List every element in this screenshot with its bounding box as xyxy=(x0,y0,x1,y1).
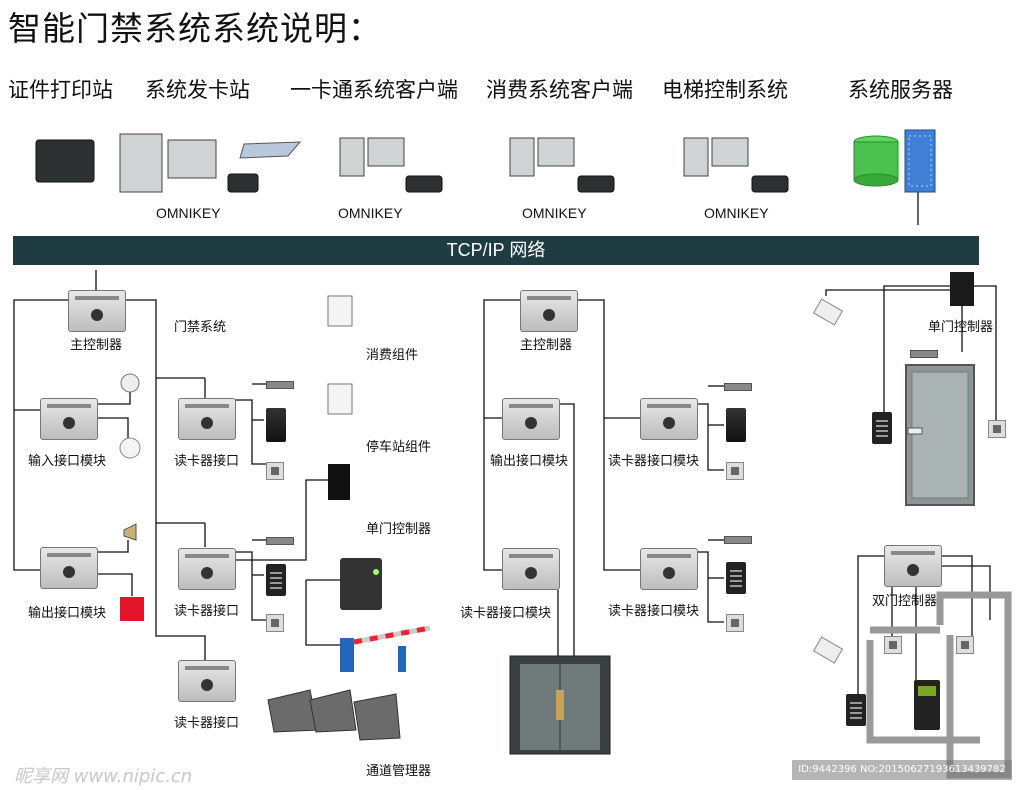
exit-button-icon xyxy=(956,636,974,654)
lock-icon xyxy=(910,350,938,358)
category-elevator: 电梯控制系统 xyxy=(662,78,788,102)
keypad-reader-icon xyxy=(266,564,286,596)
omnikey-label-2: OMNIKEY xyxy=(338,205,403,221)
double-door-controller-module xyxy=(884,545,942,587)
reader-interface-module-elevator xyxy=(502,548,560,590)
label-double-door-controller: 双门控制器 xyxy=(872,594,938,609)
reader-interface-module-2 xyxy=(640,548,698,590)
reader-interface-1 xyxy=(178,398,236,440)
lock-icon xyxy=(266,537,294,545)
label-input-module: 输入接口模块 xyxy=(28,454,107,469)
lock-icon xyxy=(724,536,752,544)
reader-interface-module-1 xyxy=(640,398,698,440)
exit-button-icon xyxy=(726,614,744,632)
label-main-controller-center: 主控制器 xyxy=(520,338,573,353)
label-single-door-controller-right: 单门控制器 xyxy=(928,320,994,335)
label-access-system: 门禁系统 xyxy=(174,320,227,335)
lock-icon xyxy=(724,383,752,391)
output-interface-module xyxy=(502,398,560,440)
category-card-issue: 系统发卡站 xyxy=(145,78,250,102)
main-controller-left xyxy=(68,290,126,332)
category-one-card-client: 一卡通系统客户端 xyxy=(290,78,458,102)
label-single-door-controller-center: 单门控制器 xyxy=(366,522,432,537)
label-output-module-left: 输出接口模块 xyxy=(28,606,107,621)
label-reader-interface-3: 读卡器接口 xyxy=(174,716,240,731)
keypad-reader-icon xyxy=(872,412,892,444)
label-channel-manager: 通道管理器 xyxy=(366,764,432,779)
omnikey-label-4: OMNIKEY xyxy=(704,205,769,221)
label-parking-component: 停车站组件 xyxy=(366,440,432,455)
card-reader-icon xyxy=(726,408,746,442)
input-module xyxy=(40,398,98,440)
category-card-print: 证件打印站 xyxy=(8,78,113,102)
label-reader-interface-module-elevator: 读卡器接口模块 xyxy=(460,606,552,621)
category-server: 系统服务器 xyxy=(848,78,953,102)
keypad-reader-icon xyxy=(726,562,746,594)
exit-button-icon xyxy=(884,636,902,654)
category-consume-client: 消费系统客户端 xyxy=(486,78,633,102)
label-reader-interface-module-1: 读卡器接口模块 xyxy=(608,454,700,469)
label-reader-interface-1: 读卡器接口 xyxy=(174,454,240,469)
label-output-interface-module: 输出接口模块 xyxy=(490,454,569,469)
exit-button-icon xyxy=(266,462,284,480)
reader-interface-3 xyxy=(178,660,236,702)
label-consume-component: 消费组件 xyxy=(366,348,419,363)
exit-button-icon xyxy=(726,462,744,480)
label-reader-interface-module-2: 读卡器接口模块 xyxy=(608,604,700,619)
output-module-left xyxy=(40,547,98,589)
label-main-controller-left: 主控制器 xyxy=(70,338,123,353)
watermark-left: 昵享网 www.nipic.cn xyxy=(14,766,193,787)
main-controller-center xyxy=(520,290,578,332)
lock-icon xyxy=(266,381,294,389)
reader-interface-2 xyxy=(178,548,236,590)
omnikey-label-3: OMNIKEY xyxy=(522,205,587,221)
card-reader-icon xyxy=(266,408,286,442)
network-bar: TCP/IP 网络 xyxy=(13,236,979,265)
page-title: 智能门禁系统系统说明： xyxy=(8,9,382,48)
watermark-right: ID:9442396 NO:20150627193613439782 xyxy=(792,760,1012,780)
omnikey-label-1: OMNIKEY xyxy=(156,205,221,221)
exit-button-icon xyxy=(988,420,1006,438)
label-reader-interface-2: 读卡器接口 xyxy=(174,604,240,619)
keypad-reader-icon xyxy=(846,694,866,726)
exit-button-icon xyxy=(266,614,284,632)
